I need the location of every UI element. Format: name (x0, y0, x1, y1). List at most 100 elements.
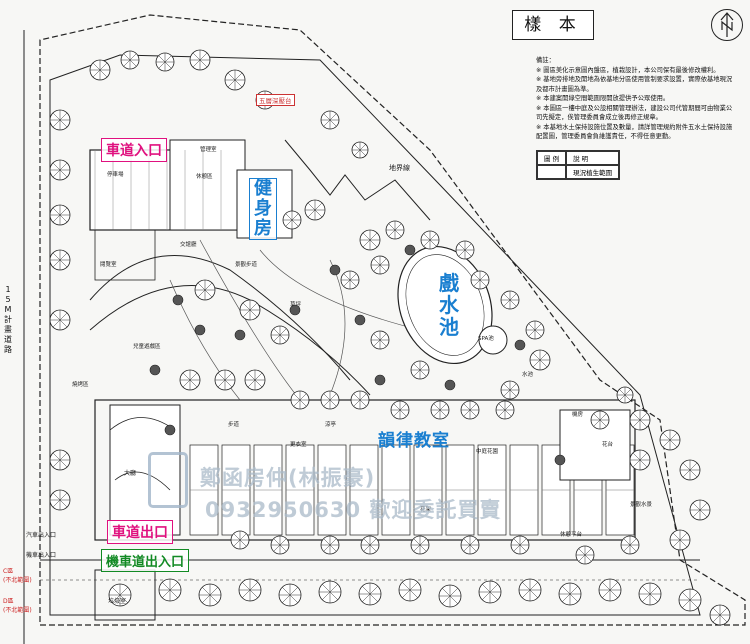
char: 畫 (4, 325, 12, 334)
char: 水 (439, 293, 459, 317)
motorcycle-ramp-label: 機車道出入口 (101, 549, 190, 572)
site-boundary (39, 14, 746, 626)
terrace-note-label: 五層深壓台 (256, 94, 295, 106)
char: 身 (254, 198, 272, 219)
room-label: 景觀步道 (235, 262, 258, 268)
room-label: 燒烤區 (72, 382, 89, 388)
tree-icon (120, 50, 140, 70)
room-label: 休憩平台 (560, 532, 583, 538)
tree-icon (290, 390, 310, 410)
tree-icon (230, 530, 250, 550)
char: 5 (5, 295, 11, 304)
tree-icon (370, 330, 390, 350)
tree-icon (460, 535, 480, 555)
shrub-icon (164, 424, 176, 436)
tree-icon (470, 270, 490, 290)
shrub-icon (329, 264, 341, 276)
shrub-icon (514, 339, 526, 351)
pool-label: 戲水池 (436, 272, 462, 338)
tree-icon (629, 409, 651, 431)
watermark-line1: 鄭函房仲(林振豪) (200, 466, 376, 490)
tree-icon (155, 52, 175, 72)
char: 健 (254, 178, 272, 199)
notes-block: 備註： ※ 圖區美化示意圖內盤區，植栽設計，本公司保有最後修改權利。 ※ 基地旁… (536, 56, 750, 142)
tree-icon (575, 545, 595, 565)
tree-icon (198, 583, 222, 607)
tree-icon (620, 535, 640, 555)
vehicle-entrance-label: 車道入口 (101, 138, 167, 162)
tree-icon (430, 400, 450, 420)
char: 1 (5, 285, 11, 294)
legend-table: 圖 例說 明 現況植生範圍 (536, 150, 621, 180)
tree-icon (108, 583, 132, 607)
gym-label: 健身房 (249, 178, 277, 240)
room-label: 草坪 (290, 302, 302, 308)
room-label: 步道 (228, 422, 240, 428)
room-label: 景觀水景 (630, 502, 653, 508)
room-label: 涼亭 (325, 422, 337, 428)
legend-symbol (537, 165, 567, 179)
tree-icon (390, 400, 410, 420)
vehicle-exit-label: 車道出口 (107, 520, 173, 544)
shrub-icon (354, 314, 366, 326)
tree-icon (244, 369, 266, 391)
pool-inner (405, 254, 485, 356)
tree-icon (616, 386, 634, 404)
tree-icon (194, 279, 216, 301)
tree-icon (49, 309, 71, 331)
tree-icon (629, 449, 651, 471)
tree-icon (320, 110, 340, 130)
tree-icon (410, 535, 430, 555)
tree-icon (410, 360, 430, 380)
tree-icon (659, 429, 681, 451)
room-label: 休憩區 (196, 174, 213, 180)
tree-icon (214, 369, 236, 391)
room-label: 機房 (572, 412, 584, 418)
tree-icon (398, 578, 422, 602)
legend-header-symbol: 圖 例 (537, 151, 567, 165)
lobby-label: 大廳 (124, 470, 137, 477)
note-line: 司先擬定，俟管理委員會成立後再修正規章。 (536, 114, 662, 121)
shrub-icon (444, 379, 456, 391)
char: 道 (4, 335, 12, 344)
char: 戲 (439, 271, 459, 295)
note-line: 及都市計畫圖為準。 (536, 85, 593, 93)
shrub-icon (554, 454, 566, 466)
char: 房 (254, 218, 272, 239)
notes-heading: 備註： (536, 57, 555, 64)
tree-icon (49, 449, 71, 471)
tree-icon (270, 535, 290, 555)
pavilion (94, 229, 156, 281)
tree-icon (278, 583, 302, 607)
car-entry-label: 汽車出入口 (26, 532, 57, 539)
room-label: 管理室 (200, 147, 217, 153)
tree-icon (385, 220, 405, 240)
inner-boundary (49, 54, 701, 616)
tree-icon (420, 230, 440, 250)
tree-icon (438, 584, 462, 608)
tree-icon (49, 159, 71, 181)
sample-stamp: 樣 本 (512, 10, 594, 40)
tree-icon (709, 604, 731, 626)
char: M (4, 305, 12, 314)
north-arrow-icon (711, 9, 743, 41)
tree-icon (89, 59, 111, 81)
char: 路 (4, 345, 12, 354)
area-d-label: D區(不北範圍) (3, 598, 32, 614)
legend-header-desc: 說 明 (566, 151, 620, 165)
tree-icon (598, 578, 622, 602)
room-label: 花台 (602, 442, 614, 448)
tree-icon (49, 249, 71, 271)
pool-outline (397, 245, 493, 365)
tree-icon (500, 380, 520, 400)
tree-icon (179, 369, 201, 391)
tree-icon (510, 535, 530, 555)
note-line: ※ 基地旁排地及開地為依基地分區使用管制要求設置，實際依基地現況 (536, 76, 733, 83)
tree-icon (689, 499, 711, 521)
tree-icon (238, 578, 262, 602)
spa-pool (478, 325, 508, 355)
music-room-label: 韻律教室 (378, 431, 450, 451)
